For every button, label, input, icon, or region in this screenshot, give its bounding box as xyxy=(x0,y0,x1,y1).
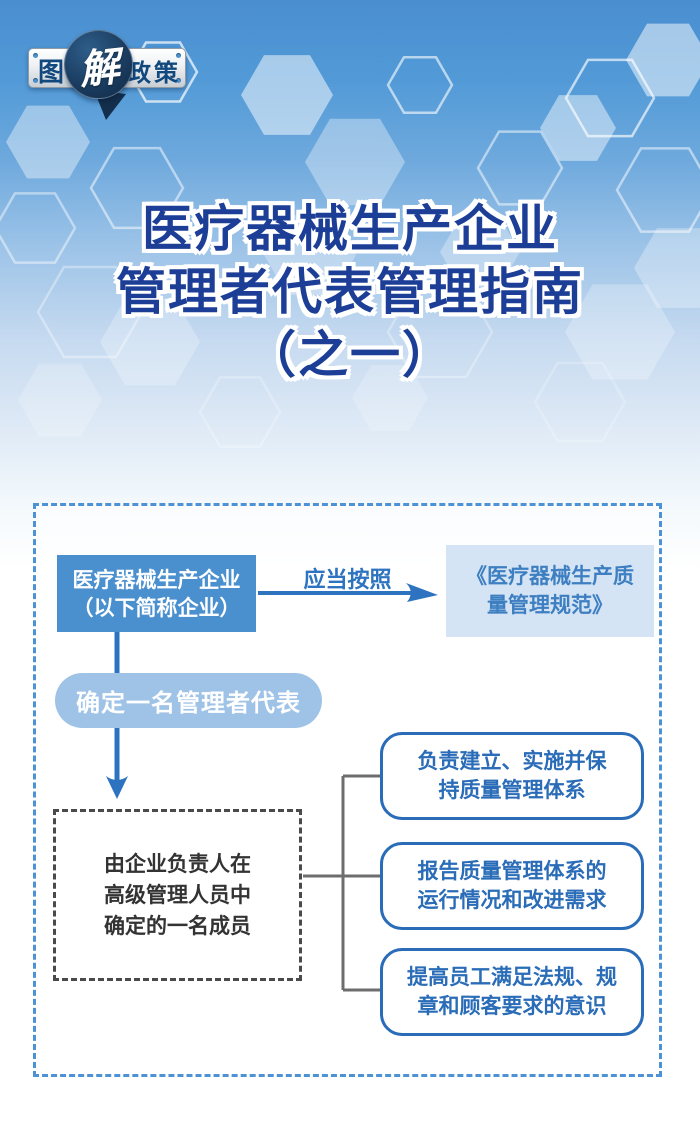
arrow-label: 应当按照 xyxy=(303,568,392,593)
speech-bubble-icon: 解 xyxy=(64,30,133,99)
duty-2-line-1: 报告质量管理体系的 xyxy=(417,859,607,883)
regulation-box-line-1: 《医疗器械生产质 xyxy=(466,564,634,588)
title-line-2: 管理者代表管理指南 xyxy=(116,263,584,321)
appoint-pill: 确定一名管理者代表 xyxy=(55,673,322,728)
screw-dot xyxy=(176,53,181,58)
duty-3-line-2: 章和顾客要求的意识 xyxy=(417,994,607,1018)
screw-dot xyxy=(33,78,38,83)
duty-2-line-2: 运行情况和改进需求 xyxy=(417,888,607,912)
logo-text-right: 政策 xyxy=(127,59,181,87)
company-box: 医疗器械生产企业 （以下简称企业） xyxy=(57,555,256,632)
member-box-line-3: 确定的一名成员 xyxy=(104,913,251,938)
duty-box: 报告质量管理体系的 运行情况和改进需求 xyxy=(380,842,644,930)
duty-1-line-2: 持质量管理体系 xyxy=(438,778,586,802)
duty-box: 提高员工满足法规、规 章和顾客要求的意识 xyxy=(380,948,644,1036)
regulation-box-line-2: 量管理规范》 xyxy=(487,593,613,617)
company-box-line-1: 医疗器械生产企业 xyxy=(72,567,241,592)
title-line-1: 医疗器械生产企业 xyxy=(142,200,558,258)
logo-text-left: 图 xyxy=(38,58,65,88)
page-title: 医疗器械生产企业 管理者代表管理指南 （之一） xyxy=(0,198,700,387)
logo: 图 政策 解 xyxy=(0,0,220,140)
screw-dot xyxy=(176,78,181,83)
company-box-line-2: （以下简称企业） xyxy=(72,595,241,620)
appoint-pill-label: 确定一名管理者代表 xyxy=(76,689,301,717)
screw-dot xyxy=(33,53,38,58)
duty-3-line-1: 提高员工满足法规、规 xyxy=(407,965,617,989)
duty-1-line-1: 负责建立、实施并保 xyxy=(417,749,607,773)
member-box-line-1: 由企业负责人在 xyxy=(104,851,251,876)
title-line-3: （之一） xyxy=(246,326,454,384)
hexagon-pattern xyxy=(0,23,700,448)
member-box: 由企业负责人在 高级管理人员中 确定的一名成员 xyxy=(53,809,302,981)
member-box-line-2: 高级管理人员中 xyxy=(104,882,251,907)
logo-bubble-char: 解 xyxy=(76,43,122,94)
regulation-box: 《医疗器械生产质 量管理规范》 xyxy=(446,545,654,637)
duty-box: 负责建立、实施并保 持质量管理体系 xyxy=(380,732,644,820)
